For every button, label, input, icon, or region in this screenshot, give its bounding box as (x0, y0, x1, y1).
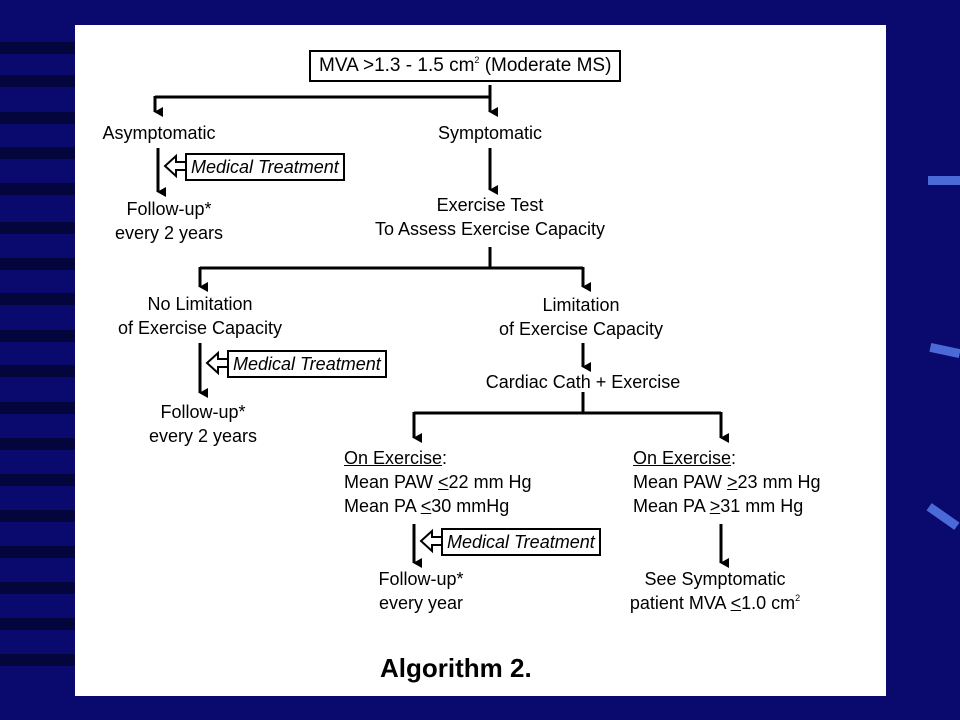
limitation-line1: Limitation (542, 295, 620, 315)
followup-line1: Follow-up* (160, 402, 246, 422)
symptomatic-node: Symptomatic (437, 123, 543, 143)
right-exercise-criteria: On Exercise: Mean PAW >23 mm Hg Mean PA … (633, 446, 821, 518)
paw-value: 23 mm Hg (737, 472, 821, 492)
see-symptomatic-operator: < (730, 593, 742, 613)
exercise-test-node: Exercise Test To Assess Exercise Capacit… (375, 193, 605, 241)
bg-stripe (0, 75, 75, 87)
limitation-line2: of Exercise Capacity (498, 319, 664, 339)
accent-mark (929, 342, 960, 359)
cardiac-cath-node: Cardiac Cath + Exercise (485, 372, 681, 392)
bg-stripe (0, 293, 75, 305)
pa-prefix: Mean PA (344, 496, 421, 516)
pa-value: 30 mmHg (431, 496, 510, 516)
bg-stripe (0, 618, 75, 630)
paw-prefix: Mean PAW (344, 472, 439, 492)
no-limitation-line1: No Limitation (147, 294, 253, 314)
paw-operator: < (438, 472, 449, 492)
heading-colon: : (731, 448, 737, 468)
bg-stripe (0, 365, 75, 377)
exercise-test-line1: Exercise Test (436, 195, 544, 215)
bg-stripe (0, 474, 75, 486)
accent-mark (928, 176, 960, 185)
hollow-arrow-icon (205, 350, 230, 376)
pa-operator: > (709, 496, 721, 516)
heading-colon: : (442, 448, 448, 468)
bg-stripe (0, 183, 75, 195)
see-symptomatic-sup: 2 (795, 593, 801, 603)
followup-2y-a-node: Follow-up* every 2 years (115, 197, 223, 245)
see-symptomatic-value: 1.0 cm (741, 593, 796, 613)
mva-suffix: (Moderate MS) (479, 55, 612, 76)
bg-stripe (0, 438, 75, 450)
flowchart-connectors (153, 85, 729, 568)
see-symptomatic-prefix: patient MVA (629, 593, 731, 613)
no-limitation-node: No Limitation of Exercise Capacity (118, 292, 282, 340)
medical-treatment-label: Medical Treatment (227, 350, 387, 378)
followup-line2: every year (378, 593, 464, 613)
bg-stripe (0, 330, 75, 342)
exercise-test-line2: To Assess Exercise Capacity (374, 219, 606, 239)
bg-stripe (0, 42, 75, 54)
diagram-panel: MVA >1.3 - 1.5 cm2 (Moderate MS) Asympto… (75, 25, 886, 696)
pa-value: 31 mm Hg (720, 496, 804, 516)
paw-operator: > (727, 472, 738, 492)
followup-line1: Follow-up* (126, 199, 212, 219)
asymptomatic-node: Asymptomatic (102, 123, 216, 143)
followup-yearly-node: Follow-up* every year (378, 567, 463, 615)
bg-stripe (0, 112, 75, 124)
algorithm-caption: Algorithm 2. (380, 653, 532, 683)
on-exercise-heading: On Exercise (633, 448, 732, 468)
bg-stripe (0, 654, 75, 666)
see-symptomatic-node: See Symptomatic patient MVA <1.0 cm2 (630, 567, 800, 615)
medical-treatment-label: Medical Treatment (185, 153, 345, 181)
pa-prefix: Mean PA (633, 496, 710, 516)
accent-mark (926, 503, 960, 530)
followup-line2: every 2 years (114, 223, 224, 243)
bg-stripe (0, 147, 75, 159)
pa-operator: < (420, 496, 432, 516)
left-exercise-criteria: On Exercise: Mean PAW <22 mm Hg Mean PA … (344, 446, 532, 518)
bg-stripe (0, 258, 75, 270)
hollow-arrow-icon (163, 153, 188, 179)
bg-stripe (0, 510, 75, 522)
paw-prefix: Mean PAW (633, 472, 728, 492)
no-limitation-line2: of Exercise Capacity (117, 318, 283, 338)
mva-text: MVA >1.3 - 1.5 cm (319, 55, 475, 76)
mva-sup: 2 (474, 55, 480, 65)
hollow-arrow-icon (419, 528, 444, 554)
limitation-node: Limitation of Exercise Capacity (499, 293, 663, 341)
paw-value: 22 mm Hg (448, 472, 532, 492)
followup-2y-b-node: Follow-up* every 2 years (149, 400, 257, 448)
bg-stripe (0, 402, 75, 414)
bg-stripe (0, 546, 75, 558)
see-symptomatic-line1: See Symptomatic (644, 569, 786, 589)
mva-moderate-ms-box: MVA >1.3 - 1.5 cm2 (Moderate MS) (309, 50, 622, 82)
followup-line1: Follow-up* (378, 569, 464, 589)
on-exercise-heading: On Exercise (344, 448, 443, 468)
bg-stripe (0, 582, 75, 594)
followup-line2: every 2 years (148, 426, 258, 446)
medical-treatment-label: Medical Treatment (441, 528, 601, 556)
bg-stripe (0, 222, 75, 234)
